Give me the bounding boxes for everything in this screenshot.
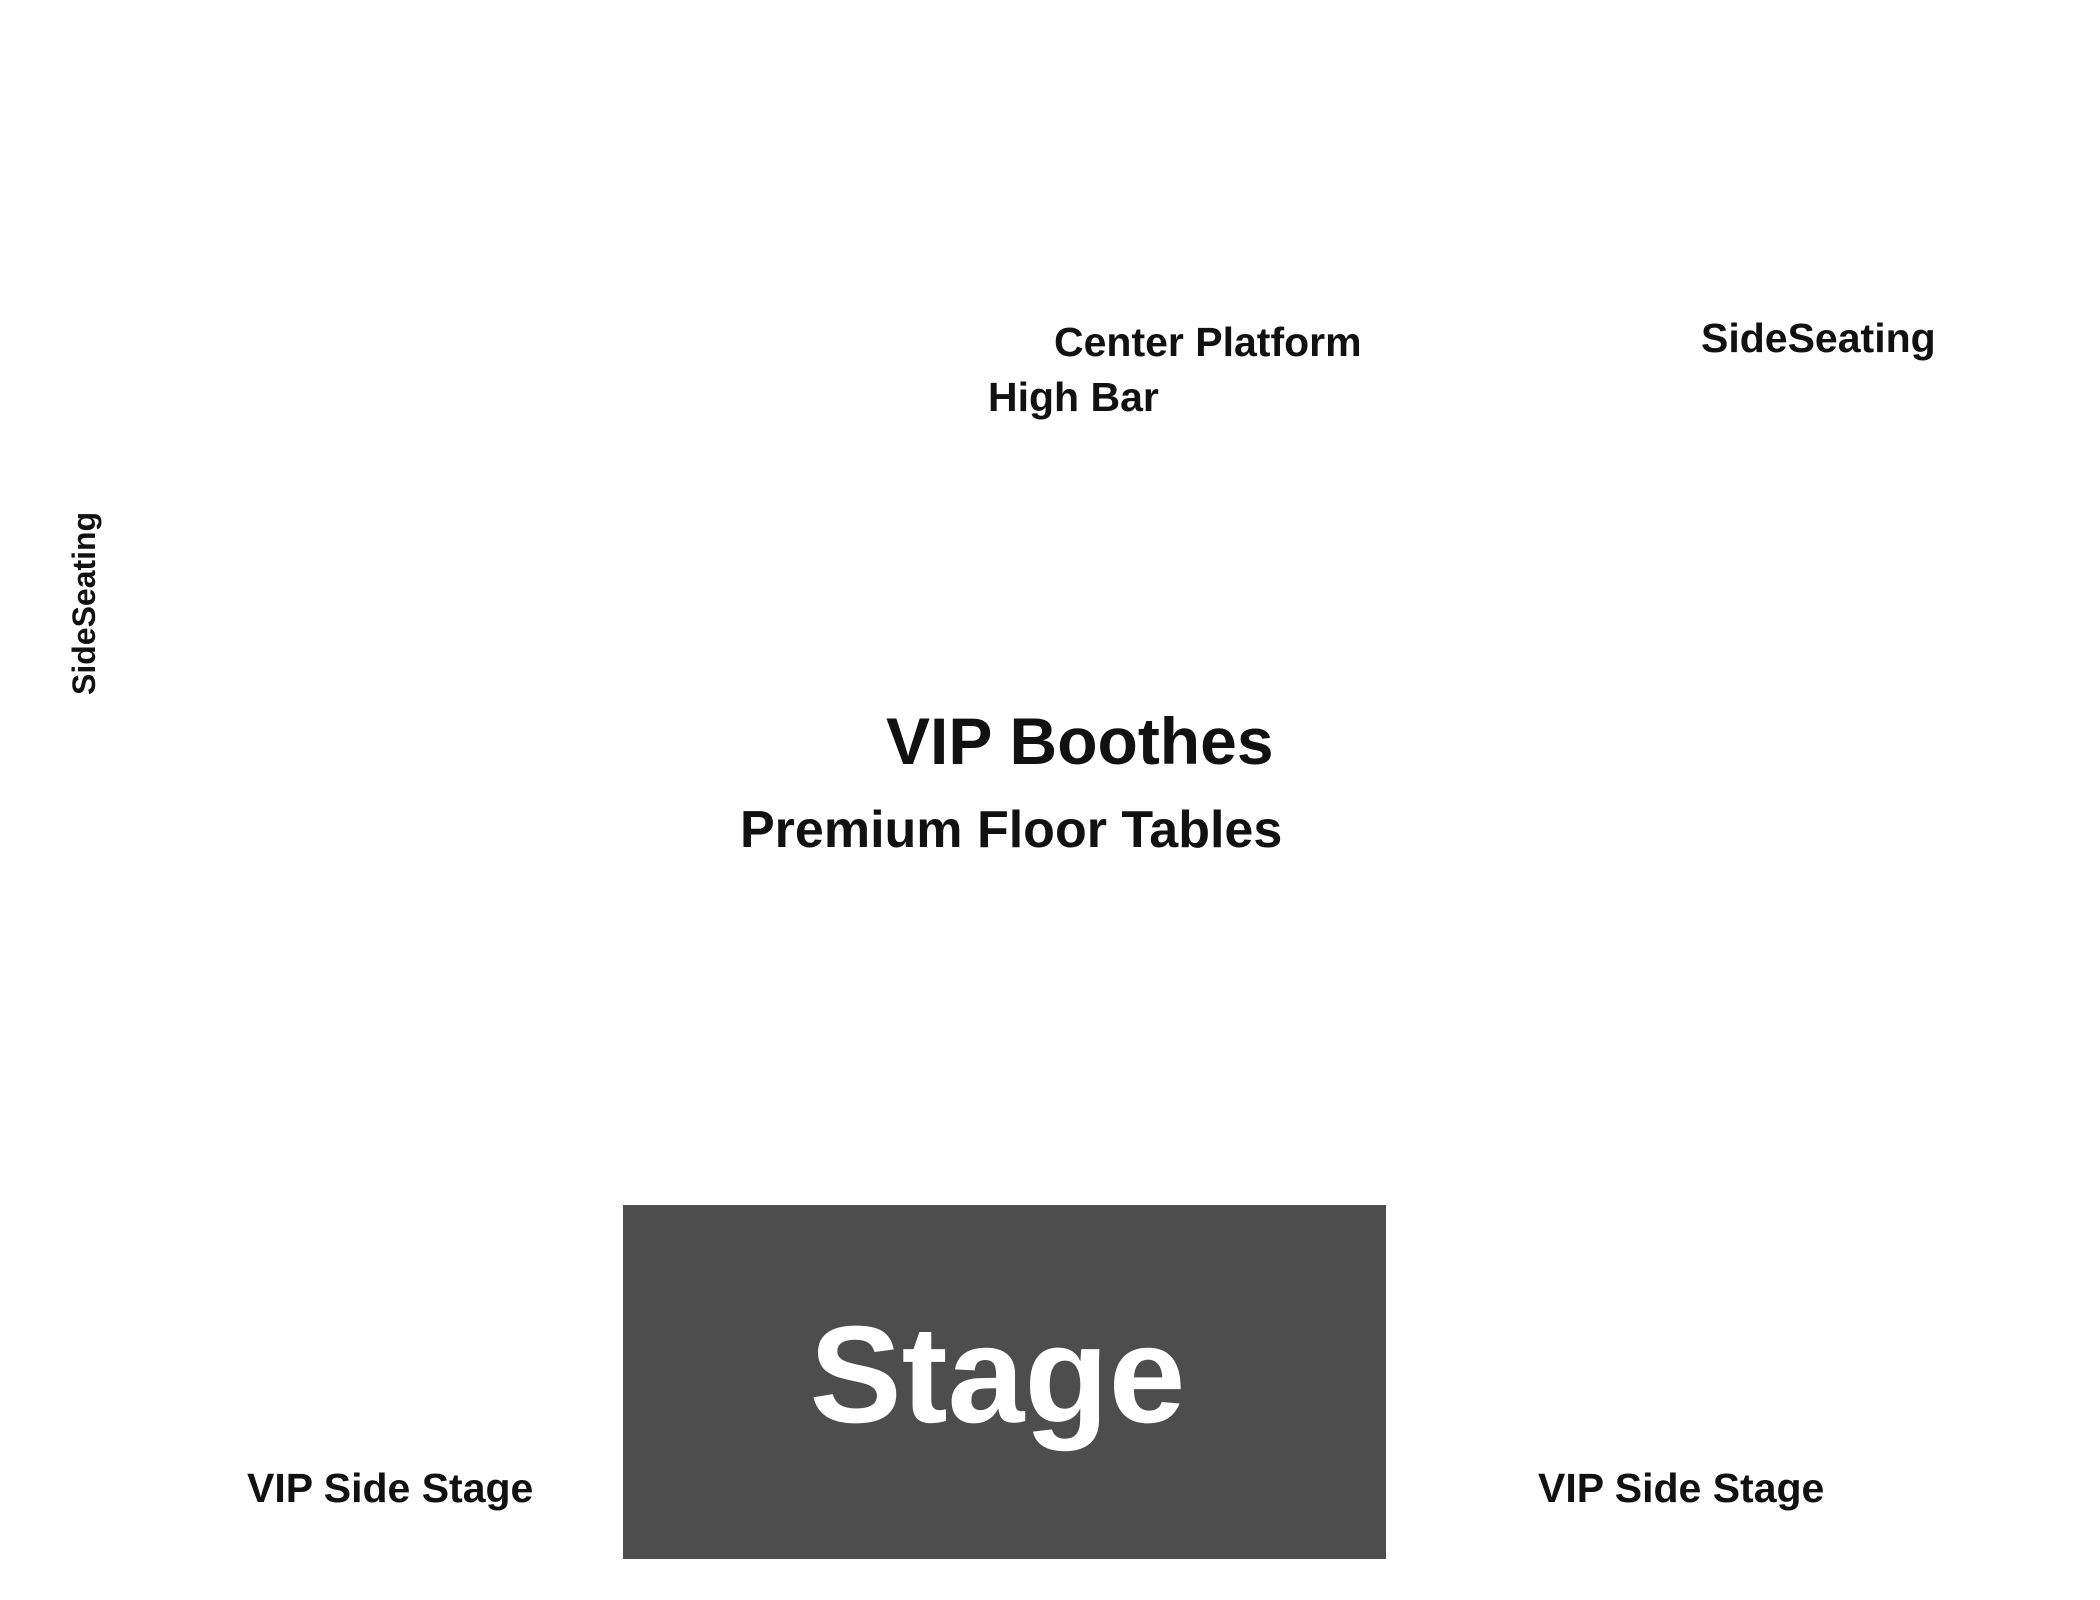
section-side-seating-right[interactable]: SideSeating	[1701, 315, 1936, 361]
section-center-platform[interactable]: Center Platform	[1054, 319, 1362, 365]
section-high-bar[interactable]: High Bar	[988, 374, 1159, 420]
section-side-seating-left[interactable]: SideSeating	[66, 511, 102, 695]
section-vip-boothes[interactable]: VIP Boothes	[886, 704, 1274, 778]
stage-label: Stage	[809, 1297, 1186, 1452]
section-vip-side-stage-left[interactable]: VIP Side Stage	[247, 1465, 534, 1511]
stage-area: Stage	[623, 1205, 1386, 1559]
section-premium-floor-tables[interactable]: Premium Floor Tables	[740, 801, 1283, 859]
section-vip-side-stage-right[interactable]: VIP Side Stage	[1538, 1465, 1825, 1511]
